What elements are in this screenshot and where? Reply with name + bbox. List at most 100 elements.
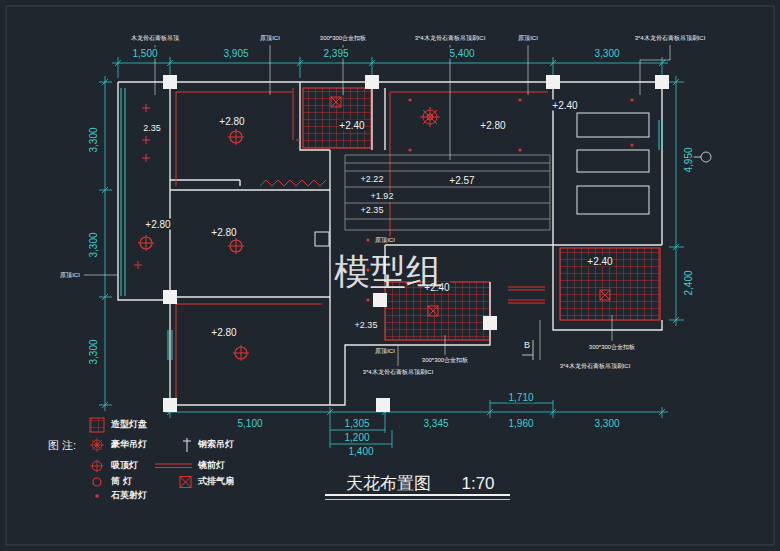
legend-text: 镜前灯 [198, 460, 225, 470]
note: 原顶ICI [374, 237, 396, 244]
title-underline [325, 494, 510, 496]
dimension-line [99, 57, 684, 448]
stair-line [345, 155, 550, 230]
dimension-line [167, 409, 665, 415]
dimension-line [105, 76, 106, 411]
note: 原顶ICI [517, 35, 539, 42]
ceiling-lamp [138, 129, 249, 361]
ceiling-panel [315, 232, 329, 246]
mirror-light [508, 287, 545, 303]
red-ceiling-edge [260, 180, 326, 186]
dimension-line [170, 400, 662, 418]
red-ceiling-edge [176, 92, 292, 186]
spot-light [408, 98, 411, 101]
elevation: +2.80 [144, 219, 171, 230]
ceiling-lamp [138, 235, 154, 251]
wall-line [118, 82, 170, 300]
ceiling-panel [577, 113, 649, 137]
column [163, 398, 177, 412]
exhaust-fan [331, 97, 341, 107]
mirror-light [508, 287, 545, 303]
leader-line [445, 335, 446, 355]
spot-light [630, 98, 633, 101]
leader-line [612, 315, 613, 341]
note: 3*4木龙骨石膏板吊顶刷ICI [559, 363, 632, 370]
elevation: +2.22 [360, 175, 385, 185]
dimension: 3,300 [88, 338, 99, 365]
ceiling-panel [577, 150, 649, 172]
leader-line [270, 45, 271, 95]
dimension-line [112, 63, 668, 64]
legend-text: 吸顶灯 [111, 460, 138, 470]
window-line [659, 120, 662, 150]
spot-light [630, 143, 633, 146]
wall-line [385, 82, 662, 250]
window-line [121, 88, 662, 360]
dimension-line [330, 430, 392, 444]
wall-line [372, 82, 385, 150]
red-ceiling-edge [176, 304, 322, 400]
elevation: +2.40 [338, 120, 365, 131]
legend-heading: 图 注: [47, 439, 77, 451]
legend-item: 镜前灯 [197, 461, 226, 471]
dimension-line [115, 60, 665, 66]
legend-symbol [90, 418, 192, 498]
spot-light [518, 98, 521, 101]
elevation: +2.57 [448, 175, 475, 186]
note: 3*4木龙骨石膏板吊顶刷ICI [414, 35, 487, 42]
legend-text: 筒 灯 [111, 476, 132, 486]
legend-symbol [180, 477, 191, 488]
wall-line [170, 190, 330, 405]
legend-text: 式排气扇 [198, 476, 234, 486]
legend-symbol [90, 438, 104, 452]
red-ceiling-edge [293, 88, 300, 140]
window-line [168, 330, 172, 360]
wall-line [118, 82, 665, 405]
column [546, 75, 560, 89]
column [163, 75, 669, 412]
legend-item: 造型灯盘 [110, 420, 148, 430]
spot-light [408, 148, 411, 151]
dimension-line [676, 76, 677, 326]
note: 300*300合金扣板 [588, 344, 636, 351]
dimension: 2,400 [683, 269, 694, 296]
elevation: +2.35 [360, 206, 385, 216]
dimension: 1,200 [343, 432, 370, 443]
note: 300*300合金扣板 [319, 35, 367, 42]
red-ceiling-edge [390, 92, 548, 240]
legend-text: 石英射灯 [111, 490, 147, 500]
downlight [134, 261, 142, 269]
leader-line [450, 45, 451, 160]
window-line [121, 88, 125, 296]
elevation: +2.80 [210, 327, 237, 338]
ceiling-lamp [228, 238, 244, 254]
leader-line [640, 45, 670, 95]
wall-line [170, 180, 240, 186]
dimension: 5,100 [236, 418, 263, 429]
ceiling-lamp [228, 129, 244, 145]
chandelier [420, 107, 440, 127]
elevation: +2.80 [479, 120, 506, 131]
note: 3*4木龙骨石膏板吊顶刷ICI [634, 35, 707, 42]
legend-text: 豪华吊灯 [111, 439, 147, 449]
dimension-line [330, 418, 392, 448]
legend-symbol [180, 477, 191, 488]
wall-line [118, 81, 665, 82]
elevation: +2.40 [586, 256, 613, 267]
legend-item: 筒 灯 [110, 477, 133, 487]
elevation: +2.80 [218, 116, 245, 127]
dimension-line [673, 79, 679, 323]
legend-symbol [95, 494, 99, 498]
spot-light [366, 238, 369, 241]
ceiling-panel [315, 113, 649, 246]
stair-line [345, 155, 550, 230]
dimension-line [490, 403, 553, 404]
stair-line [345, 155, 550, 230]
column [163, 290, 177, 304]
section-mark [701, 152, 711, 162]
legend-symbol [90, 418, 104, 432]
drawing-title: 天花布置图 [345, 475, 432, 494]
exhaust-fan [428, 306, 438, 316]
legend-symbol [91, 460, 104, 473]
exhaust-fan [331, 97, 610, 316]
